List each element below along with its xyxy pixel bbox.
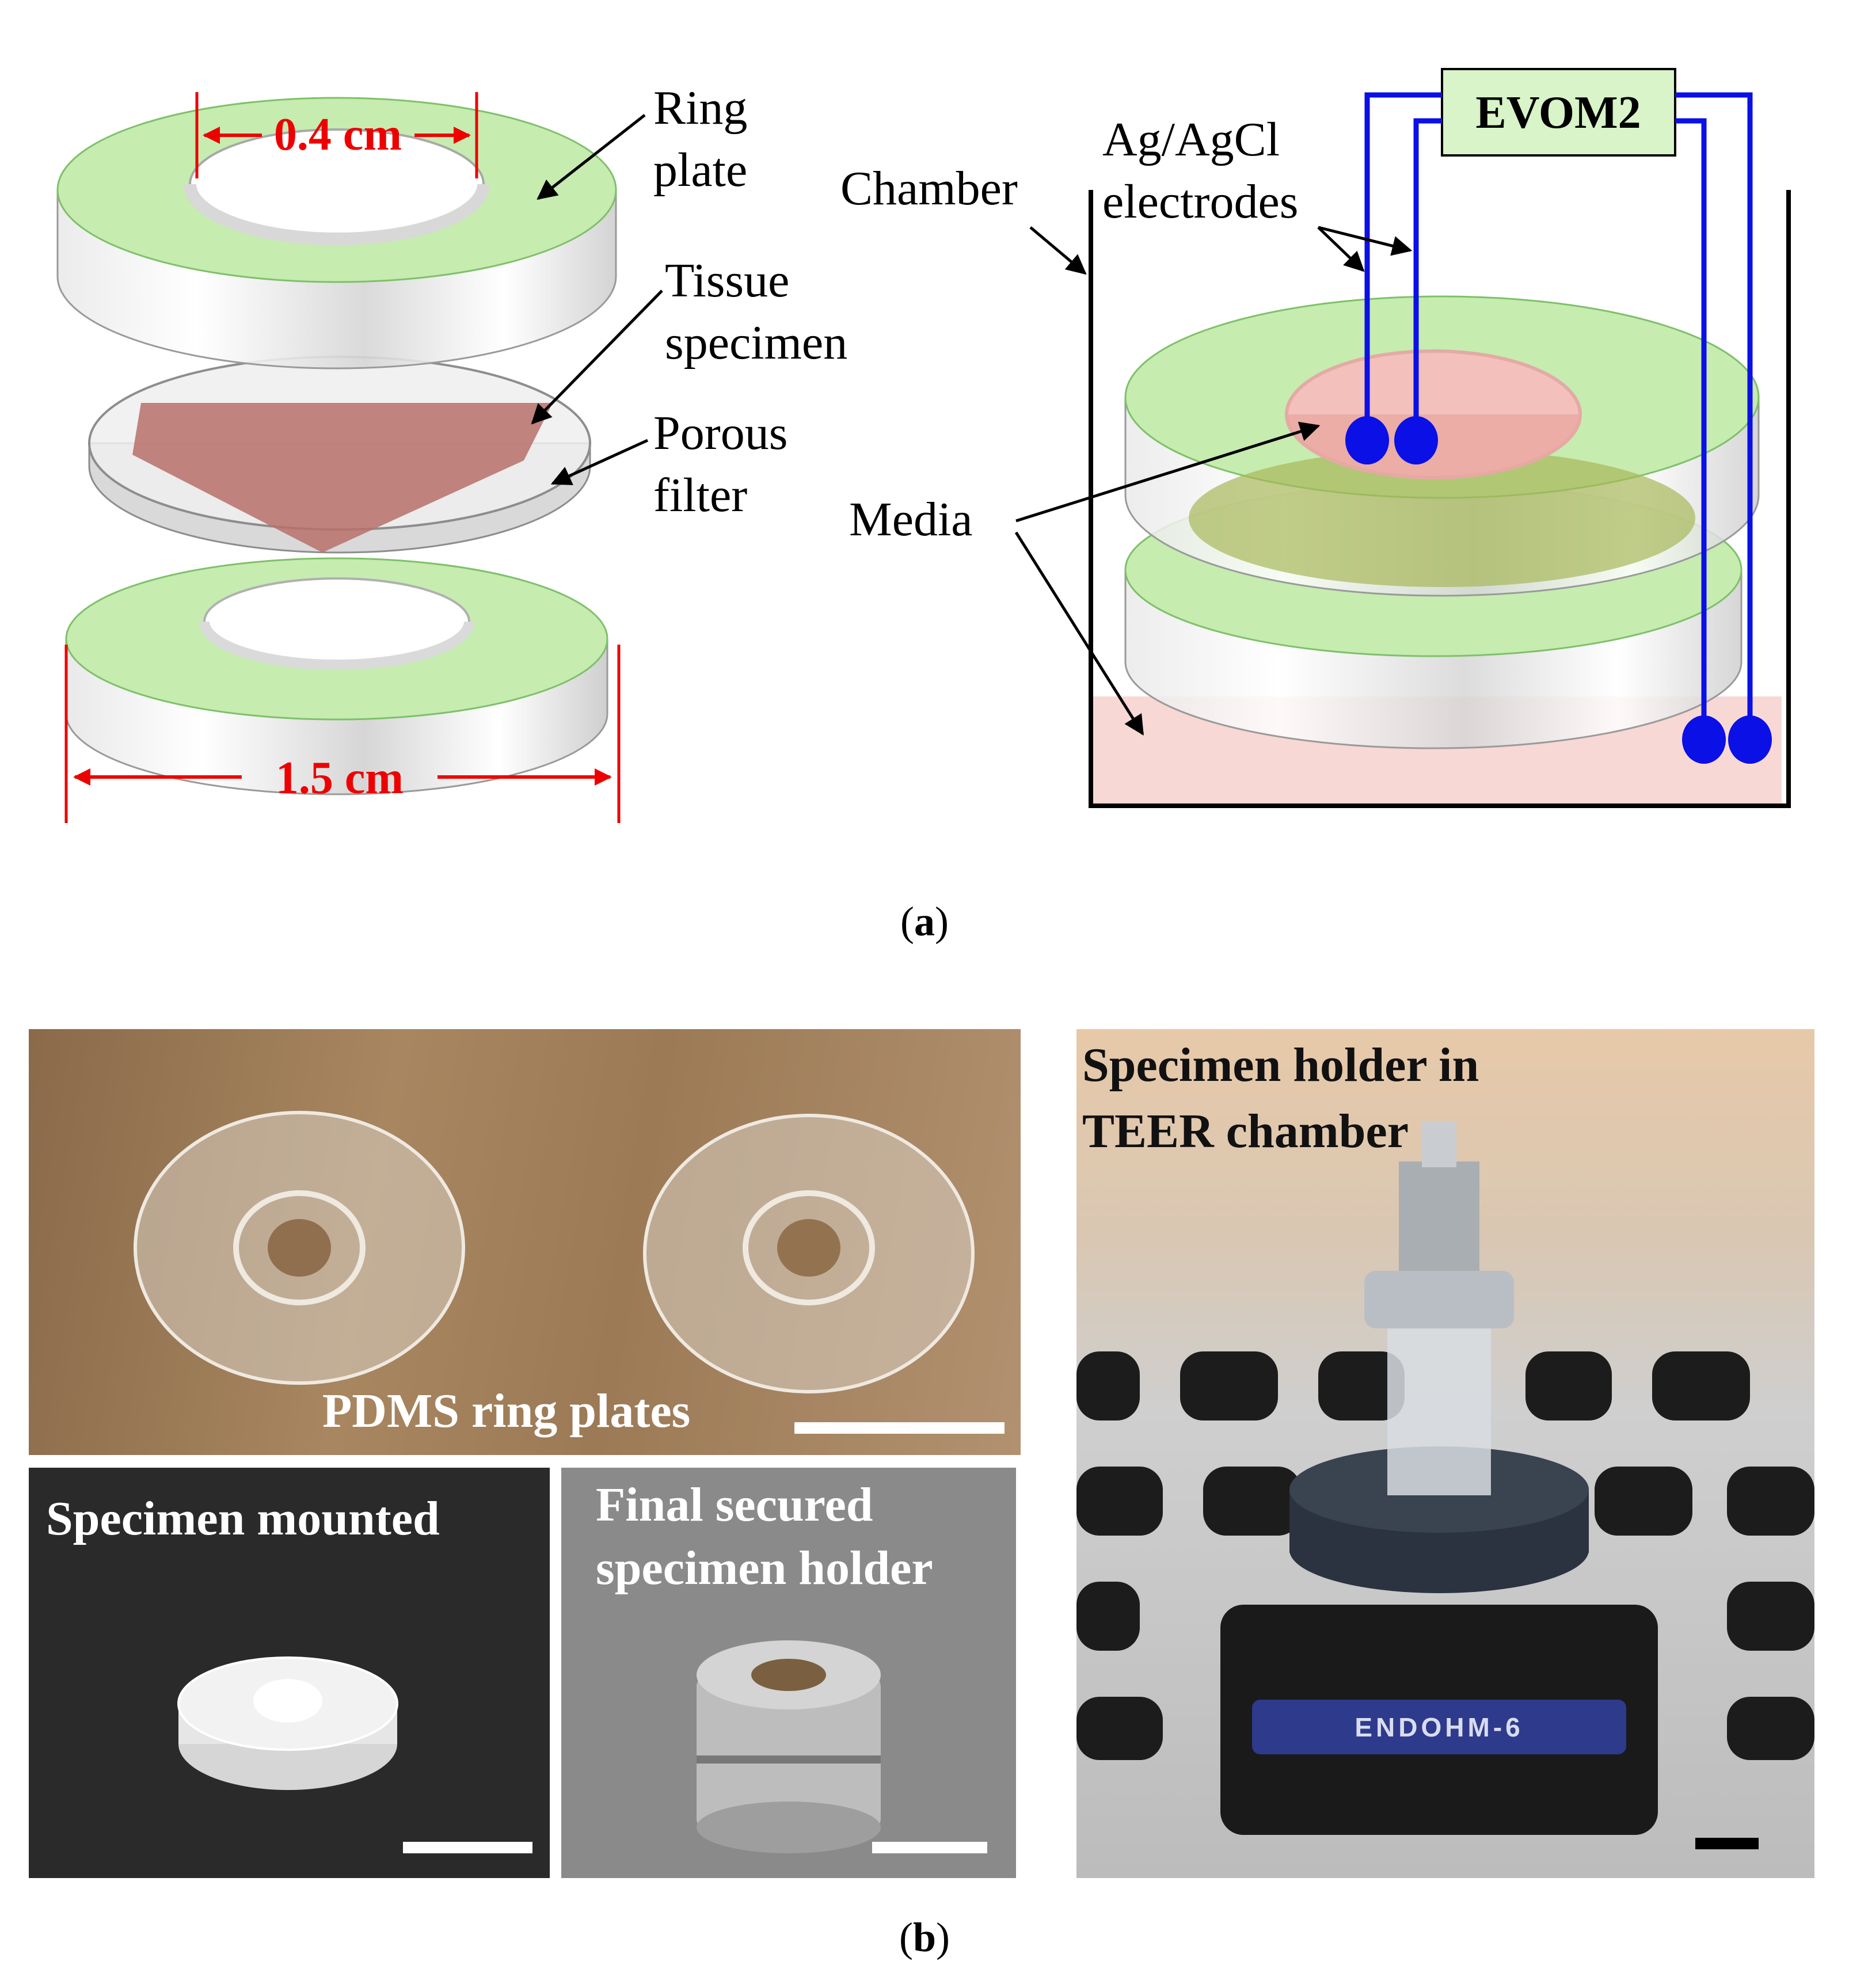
chamber-photo-caption: Specimen holder in TEER chamber bbox=[1082, 1038, 1479, 1158]
chamber-label: Chamber bbox=[840, 162, 1018, 215]
media-leader-2 bbox=[1014, 531, 1144, 736]
electrode-tips bbox=[1345, 416, 1772, 764]
evom2-box bbox=[1441, 68, 1676, 157]
tissue-specimen bbox=[132, 403, 553, 553]
media-leader-1 bbox=[1015, 421, 1321, 523]
media-label: Media bbox=[849, 493, 973, 546]
vent-grille bbox=[1076, 1351, 1814, 1760]
mounted-caption: Specimen mounted bbox=[46, 1492, 440, 1545]
photo-specimen-mounted: Specimen mounted bbox=[29, 1468, 550, 1878]
panel-a-caption: (a) bbox=[900, 898, 949, 945]
electrode-leader-2 bbox=[1318, 226, 1413, 256]
outer-diameter-dimension: 1.5 cm bbox=[64, 645, 621, 823]
bottom-ring-plate bbox=[65, 557, 608, 795]
pdms-ring-right bbox=[643, 1114, 975, 1393]
secured-caption: Final secured specimen holder bbox=[596, 1478, 933, 1595]
holder-in-chamber bbox=[1124, 295, 1760, 749]
photo-pdms-rings: PDMS ring plates bbox=[29, 1029, 1021, 1455]
inner-diameter-dimension: 0.4 cm bbox=[195, 92, 478, 178]
photo-teer-chamber: ENDOHM-6 Specimen holder in TEER chamber bbox=[1076, 1029, 1814, 1878]
pdms-ring-left bbox=[134, 1111, 465, 1385]
outer-diameter-label: 1.5 cm bbox=[276, 753, 404, 803]
scale-bar-chamber bbox=[1695, 1838, 1759, 1849]
endohm-label: ENDOHM-6 bbox=[1252, 1700, 1626, 1754]
chamber-leader bbox=[1029, 226, 1087, 275]
scale-bar-rings bbox=[794, 1422, 1005, 1434]
evom2-label: EVOM2 bbox=[1475, 87, 1641, 138]
tissue-leader bbox=[531, 290, 663, 425]
filter-leader bbox=[550, 439, 649, 485]
photo-secured-holder: Final secured specimen holder bbox=[561, 1468, 1016, 1878]
panel-b-caption: (b) bbox=[899, 1914, 950, 1960]
ring-plate-leader bbox=[537, 114, 646, 200]
electrode-leader-1 bbox=[1317, 226, 1365, 272]
scale-bar-secured bbox=[872, 1842, 987, 1853]
inner-diameter-label: 0.4 cm bbox=[274, 109, 402, 160]
pdms-caption: PDMS ring plates bbox=[322, 1384, 691, 1438]
scale-bar-mounted bbox=[403, 1842, 532, 1853]
electrode-wires bbox=[1364, 92, 1753, 737]
